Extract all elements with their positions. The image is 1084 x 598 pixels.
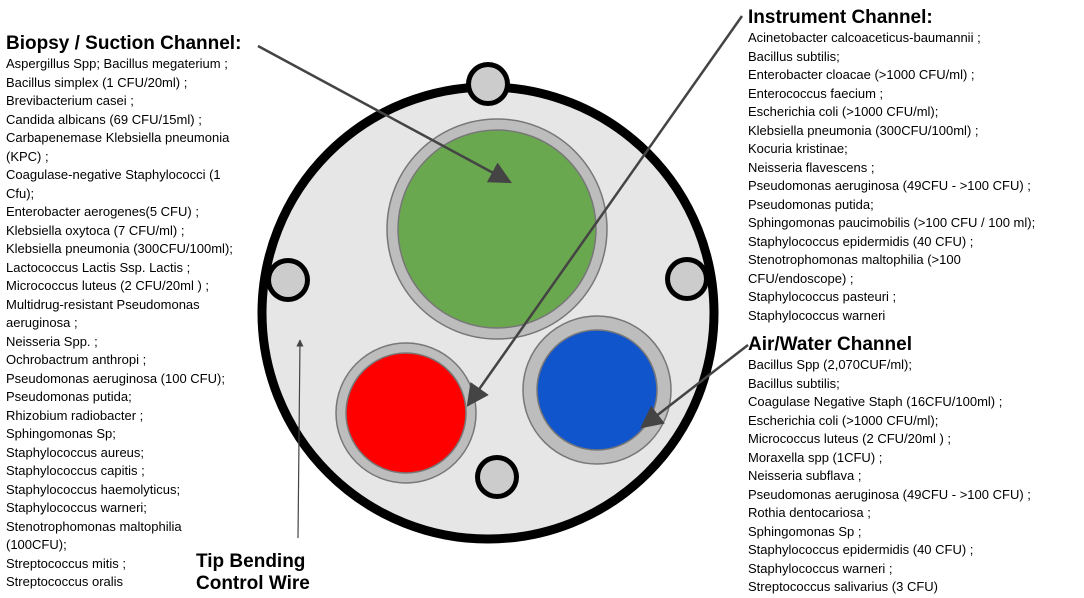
organism-item: Bacillus subtilis; — [748, 375, 840, 391]
organism-item: Brevibacterium casei ; — [6, 93, 134, 108]
organism-item: Micrococcus luteus (2 CFU/20ml ) ; — [6, 278, 209, 293]
organism-item: Klebsiella oxytoca (7 CFU/ml) ; — [6, 222, 185, 238]
organism-item: Candida albicans (69 CFU/15ml) ; — [6, 111, 202, 127]
organism-item: Staphylococcus haemolyticus; — [6, 481, 181, 497]
instrument-arrow — [466, 15, 744, 407]
instrument-organism-list: Acinetobacter calcoaceticus-baumannii ; B… — [748, 29, 1035, 325]
organism-item: Rothia dentocariosa ; — [748, 505, 871, 520]
organism-item: Pseudomonas putida; — [748, 196, 874, 212]
organism-item: Staphylococcus warneri ; — [748, 560, 893, 576]
organism-item: Pseudomonas aeruginosa (49CFU - >100 CFU… — [748, 178, 1031, 193]
organism-item: Streptococcus salivarius (3 CFU) — [748, 579, 938, 594]
organism-item: Staphylococcus epidermidis (40 CFU) ; — [748, 542, 974, 557]
organism-item: Enterobacter aerogenes(5 CFU) ; — [6, 204, 199, 219]
instrument-channel-title: Instrument Channel: — [748, 7, 933, 28]
organism-item: Coagulase Negative Staph (16CFU/100ml) ; — [748, 394, 1003, 409]
organism-item: CFU/endoscope) ; — [748, 270, 854, 286]
organism-item: Staphylococcus capitis ; — [6, 463, 145, 478]
organism-item: Rhizobium radiobacter ; — [6, 407, 144, 423]
organism-item: Escherichia coli (>1000 CFU/ml); — [748, 412, 939, 428]
organism-item: Neisseria Spp. ; — [6, 333, 98, 349]
organism-item: Escherichia coli (>1000 CFU/ml); — [748, 104, 939, 119]
organism-item: Klebsiella pneumonia (300CFU/100ml); — [6, 241, 233, 256]
organism-item: Streptococcus mitis ; — [6, 555, 126, 571]
organism-item: Neisseria subflava ; — [748, 468, 862, 483]
organism-item: Bacillus subtilis; — [748, 48, 840, 64]
organism-item: Multidrug-resistant Pseudomonas — [6, 296, 200, 312]
organism-item: Bacillus Spp (2,070CUF/ml); — [748, 357, 912, 372]
organism-item: Stenotrophomonas maltophilia — [6, 518, 182, 534]
control-wire-port-right — [665, 257, 709, 301]
biopsy-organism-list: Aspergillus Spp; Bacillus megaterium ; Ba… — [6, 55, 233, 592]
organism-item: Klebsiella pneumonia (300CFU/100ml) ; — [748, 122, 979, 138]
organism-item: Pseudomonas putida; — [6, 389, 132, 404]
biopsy-arrow — [257, 44, 512, 184]
biopsy-channel-title: Biopsy / Suction Channel: — [6, 33, 242, 54]
organism-item: (KPC) ; — [6, 148, 49, 164]
control-wire-label-line1: Tip Bending — [196, 551, 306, 572]
organism-item: Aspergillus Spp; Bacillus megaterium ; — [6, 56, 228, 71]
organism-item: Sphingomonas Sp; — [6, 426, 116, 441]
organism-item: Streptococcus oralis — [6, 574, 124, 589]
organism-item: Pseudomonas aeruginosa (49CFU - >100 CFU… — [748, 486, 1031, 502]
control-wire-port-left — [266, 258, 310, 302]
air-water-arrow — [640, 344, 749, 429]
organism-item: Staphylococcus pasteuri ; — [748, 289, 897, 304]
organism-item: Sphingomonas Sp ; — [748, 523, 862, 539]
organism-item: (100CFU); — [6, 537, 67, 552]
organism-item: Neisseria flavescens ; — [748, 159, 875, 175]
air-water-organism-list: Bacillus Spp (2,070CUF/ml); Bacillus subt… — [748, 356, 1031, 597]
control-wire-port-bottom — [475, 455, 519, 499]
organism-item: Enterococcus faecium ; — [748, 85, 884, 101]
control-wire-arrow — [296, 339, 304, 539]
organism-item: Moraxella spp (1CFU) ; — [748, 449, 883, 465]
air-water-channel — [522, 315, 672, 465]
organism-item: Pseudomonas aeruginosa (100 CFU); — [6, 370, 225, 386]
control-wire-port-top — [466, 62, 510, 106]
air-water-channel-title: Air/Water Channel — [748, 334, 912, 355]
organism-item: Sphingomonas paucimobilis (>100 CFU / 10… — [748, 215, 1036, 230]
organism-item: Bacillus simplex (1 CFU/20ml) ; — [6, 74, 188, 90]
organism-item: Stenotrophomonas maltophilia (>100 — [748, 252, 961, 267]
instrument-channel — [335, 342, 477, 484]
organism-item: aeruginosa ; — [6, 315, 78, 330]
organism-item: Ochrobactrum anthropi ; — [6, 352, 147, 367]
control-wire-label-line2: Control Wire — [196, 573, 310, 594]
organism-item: Kocuria kristinae; — [748, 141, 848, 156]
organism-item: Cfu); — [6, 185, 35, 201]
organism-item: Micrococcus luteus (2 CFU/20ml ) ; — [748, 431, 951, 446]
organism-item: Staphylococcus warneri; — [6, 500, 147, 515]
organism-item: Carbapenemase Klebsiella pneumonia — [6, 130, 230, 145]
organism-item: Acinetobacter calcoaceticus-baumannii ; — [748, 30, 981, 45]
organism-item: Staphylococcus aureus; — [6, 444, 145, 460]
organism-item: Enterobacter cloacae (>1000 CFU/ml) ; — [748, 67, 975, 82]
organism-item: Staphylococcus warneri — [748, 307, 886, 323]
organism-item: Staphylococcus epidermidis (40 CFU) ; — [748, 233, 974, 249]
biopsy-channel — [386, 118, 608, 340]
organism-item: Lactococcus Lactis Ssp. Lactis ; — [6, 259, 191, 275]
organism-item: Coagulase-negative Staphylococci (1 — [6, 167, 221, 182]
